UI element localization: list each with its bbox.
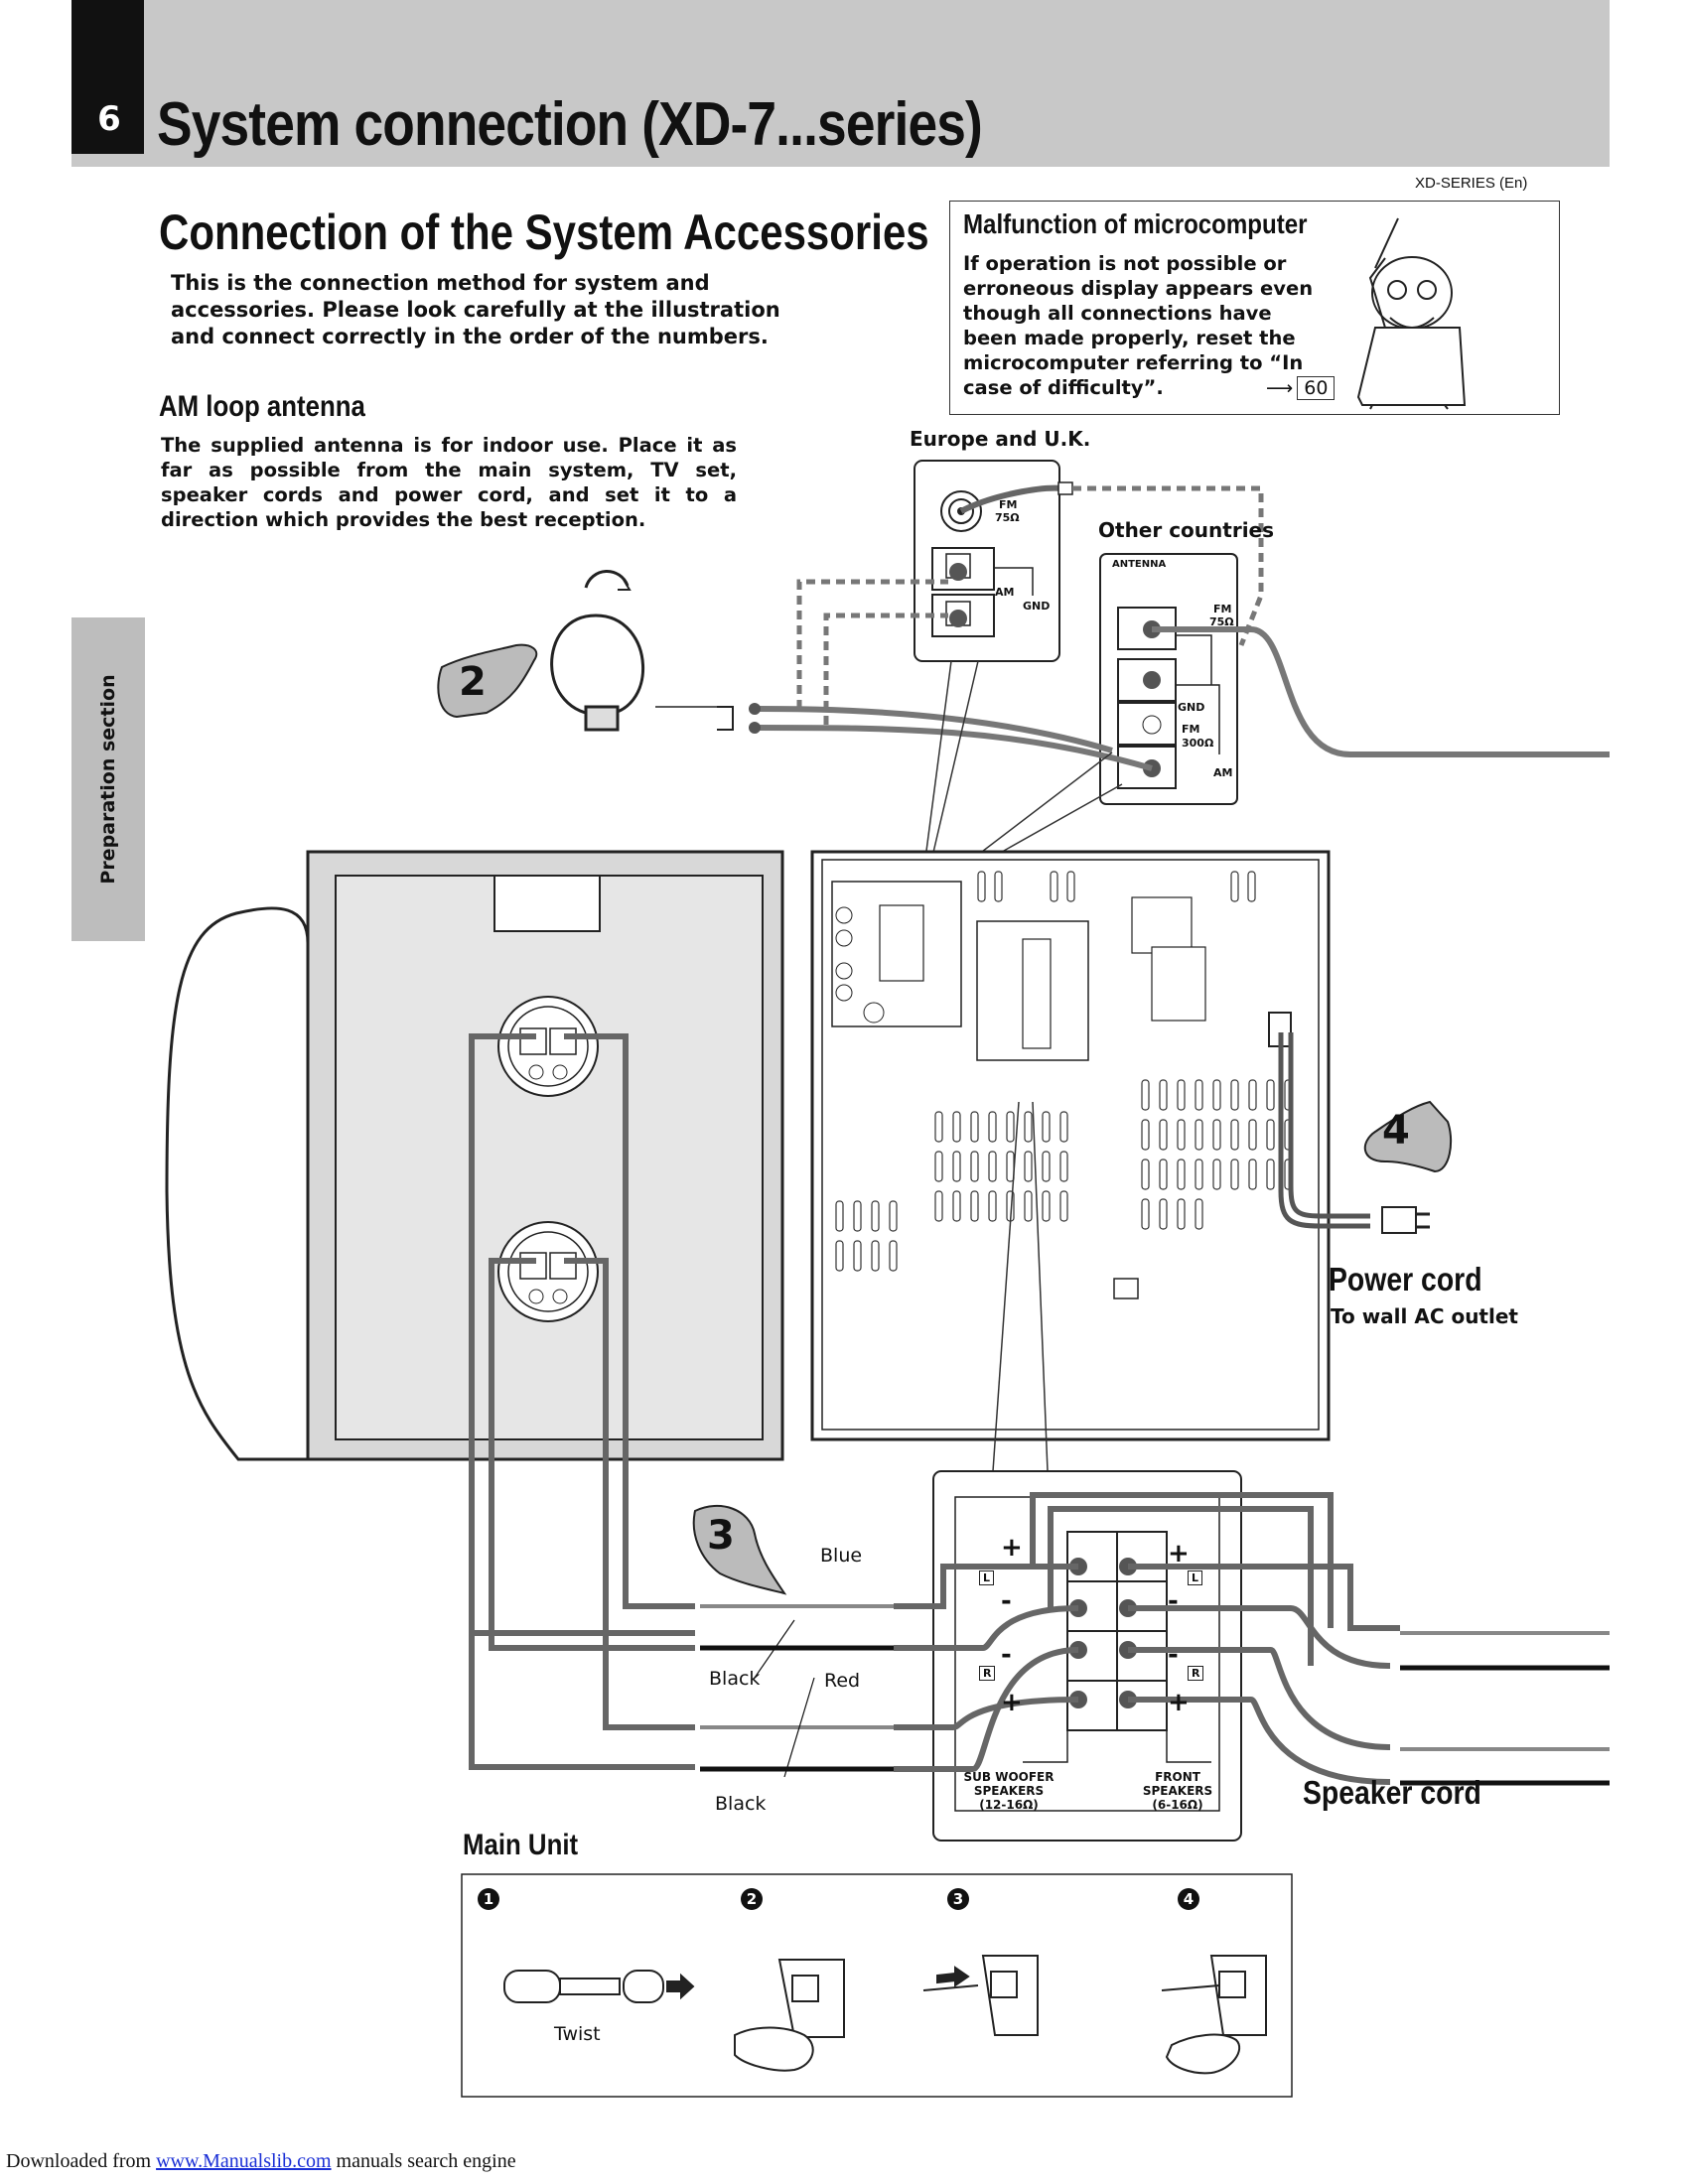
page-reference[interactable]: ⟶60 bbox=[1266, 376, 1336, 400]
step4-hand-icon bbox=[1363, 1100, 1453, 1173]
loop-antenna bbox=[550, 569, 645, 732]
front-line-1: FRONT bbox=[1155, 1770, 1200, 1784]
terminal-lever-illustration-4 bbox=[1161, 1955, 1267, 2075]
am-antenna-body: The supplied antenna is for indoor use. … bbox=[161, 434, 737, 531]
header-bar bbox=[71, 0, 1610, 167]
section-intro: This is the connection method for system… bbox=[171, 271, 780, 348]
procedure-step-3: 3 bbox=[947, 1888, 969, 1910]
other-gnd-label: GND bbox=[1178, 701, 1205, 714]
sub-woofer-line-3: (12-16Ω) bbox=[979, 1798, 1039, 1812]
twist-wire-illustration bbox=[503, 1970, 695, 2003]
front-line-2: SPEAKERS bbox=[1142, 1784, 1213, 1798]
terminal-minus-left-bottom: - bbox=[1001, 1640, 1012, 1670]
terminal-plus-right-top: + bbox=[1168, 1539, 1190, 1569]
terminal-r-left: R bbox=[979, 1666, 996, 1681]
step4-number: 4 bbox=[1382, 1108, 1410, 1154]
procedure-step-2: 2 bbox=[741, 1888, 763, 1910]
malfunction-note-title: Malfunction of microcomputer bbox=[963, 208, 1308, 239]
power-cord-label: Power cord bbox=[1329, 1261, 1482, 1297]
procedure-box bbox=[461, 1873, 1293, 2098]
wire-label-blue: Blue bbox=[820, 1545, 863, 1567]
procedure-step-4: 4 bbox=[1178, 1888, 1199, 1910]
speaker-unit bbox=[165, 850, 784, 1461]
terminal-plus-left-top: + bbox=[1001, 1533, 1023, 1563]
other-fm300-ohm: 300Ω bbox=[1182, 737, 1214, 750]
page-reference-number: 60 bbox=[1297, 376, 1336, 400]
power-cord bbox=[1278, 1032, 1430, 1234]
right-cords bbox=[1400, 1631, 1610, 1786]
other-am-label: AM bbox=[1213, 766, 1233, 779]
step3-hand-icon bbox=[692, 1504, 787, 1595]
step2-hand-icon bbox=[437, 643, 538, 719]
other-antenna-title: ANTENNA bbox=[1112, 559, 1167, 570]
front-speakers-label: FRONT SPEAKERS (6-16Ω) bbox=[1128, 1770, 1227, 1812]
other-countries-label: Other countries bbox=[1098, 518, 1275, 542]
main-unit-back bbox=[810, 850, 1331, 1441]
europe-gnd-label: GND bbox=[1023, 600, 1051, 613]
wire-label-black-1: Black bbox=[709, 1668, 761, 1690]
series-code: XD-SERIES (En) bbox=[1415, 175, 1528, 192]
page-number: 6 bbox=[97, 99, 121, 139]
footer-link[interactable]: www.Manualslib.com bbox=[156, 2150, 332, 2172]
power-cord-sublabel: To wall AC outlet bbox=[1331, 1304, 1518, 1328]
twist-label: Twist bbox=[554, 2023, 601, 2045]
sub-woofer-label: SUB WOOFER SPEAKERS (12-16Ω) bbox=[959, 1770, 1058, 1812]
malfunction-note-box bbox=[949, 201, 1560, 415]
terminal-lever-illustration-3 bbox=[922, 1955, 1039, 2036]
step3-number: 3 bbox=[707, 1513, 735, 1559]
terminal-minus-right-top: - bbox=[1168, 1586, 1179, 1616]
europe-am-label: AM bbox=[995, 586, 1015, 599]
vent-grille-left bbox=[835, 1111, 1068, 1272]
sub-woofer-line-2: SPEAKERS bbox=[973, 1784, 1045, 1798]
malfunction-note-body: If operation is not possible or erroneou… bbox=[963, 252, 1314, 399]
section-heading: Connection of the System Accessories bbox=[159, 205, 929, 260]
am-antenna-wires bbox=[655, 485, 1610, 771]
europe-antenna-panel bbox=[914, 460, 1073, 662]
terminal-wires bbox=[894, 1492, 1400, 1785]
terminal-minus-left-top: - bbox=[1001, 1586, 1012, 1616]
side-tab bbox=[71, 617, 145, 941]
terminal-callout bbox=[992, 1101, 1049, 1472]
wire-label-black-2: Black bbox=[715, 1793, 767, 1815]
wire-pairs bbox=[700, 1604, 894, 1778]
main-unit-label: Main Unit bbox=[463, 1829, 579, 1861]
other-fm75-label: FM bbox=[1213, 603, 1232, 615]
callout-lines bbox=[922, 660, 1123, 875]
other-antenna-panel bbox=[1099, 553, 1238, 805]
terminal-plus-right-bottom: + bbox=[1168, 1688, 1190, 1717]
europe-label: Europe and U.K. bbox=[910, 427, 1091, 451]
step2-number: 2 bbox=[459, 659, 487, 705]
terminal-minus-right-bottom: - bbox=[1168, 1640, 1179, 1670]
front-line-3: (6-16Ω) bbox=[1152, 1798, 1203, 1812]
speaker-cord-label: Speaker cord bbox=[1303, 1774, 1481, 1811]
procedure-step-1: 1 bbox=[478, 1888, 499, 1910]
am-antenna-heading: AM loop antenna bbox=[159, 390, 365, 423]
footer-suffix: manuals search engine bbox=[331, 2150, 516, 2172]
page-number-tab bbox=[71, 0, 144, 154]
professor-illustration bbox=[1356, 217, 1467, 410]
terminal-r-right: R bbox=[1188, 1666, 1204, 1681]
page-title: System connection (XD-7...series) bbox=[157, 90, 983, 159]
speaker-wires bbox=[469, 1033, 695, 1770]
europe-fm-label: FM bbox=[999, 498, 1018, 511]
footer: Downloaded from www.Manualslib.com manua… bbox=[6, 2150, 516, 2173]
europe-fm-ohm: 75Ω bbox=[995, 511, 1020, 524]
terminal-lever-illustration-2 bbox=[734, 1959, 845, 2072]
other-fm75-ohm: 75Ω bbox=[1209, 615, 1234, 628]
sub-woofer-line-1: SUB WOOFER bbox=[963, 1770, 1055, 1784]
terminal-l-right: L bbox=[1188, 1570, 1203, 1585]
terminal-l-left: L bbox=[979, 1570, 995, 1585]
wire-label-red: Red bbox=[824, 1670, 861, 1692]
other-fm300-label: FM bbox=[1182, 723, 1200, 736]
footer-prefix: Downloaded from bbox=[6, 2150, 157, 2172]
terminal-plus-left-bottom: + bbox=[1001, 1688, 1023, 1717]
